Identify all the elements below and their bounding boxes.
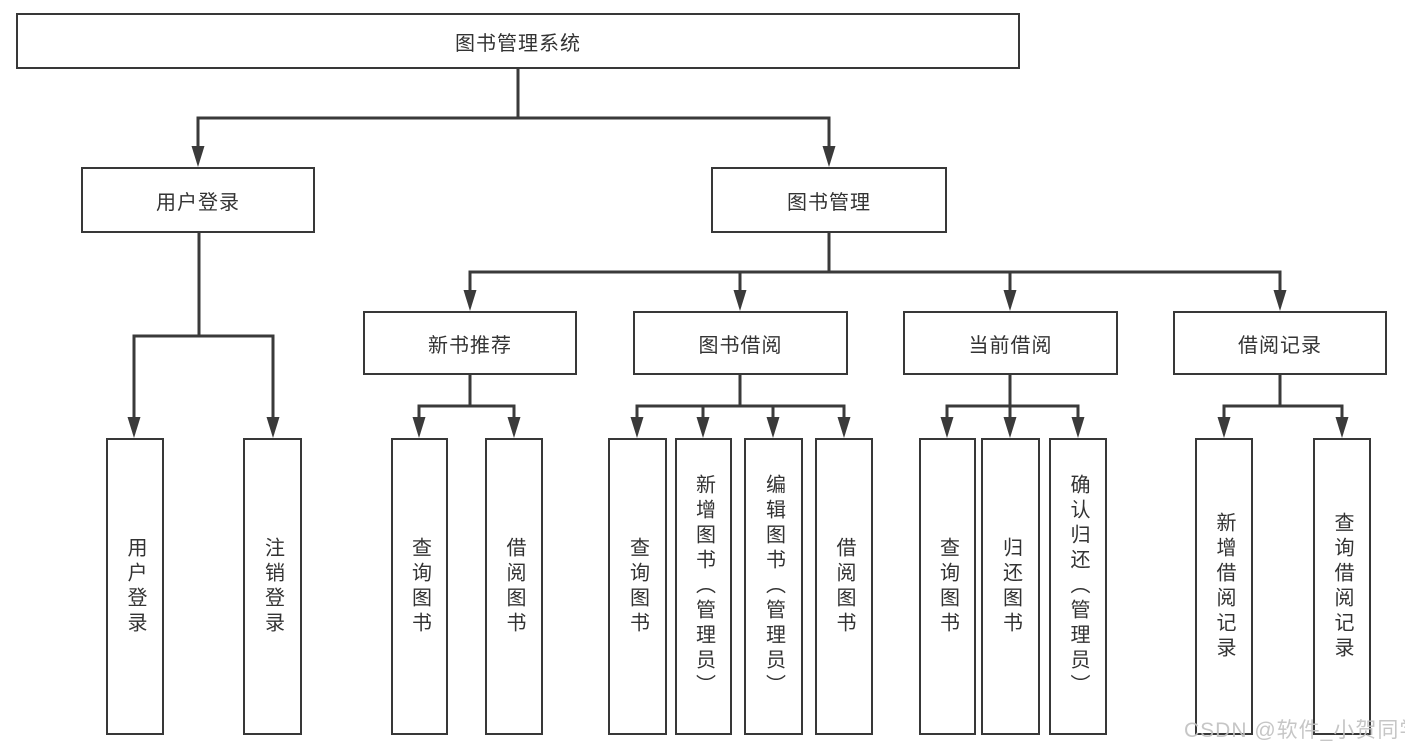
node-label: 查询图书 (626, 536, 649, 637)
node-label: 新增借阅记录 (1213, 511, 1235, 662)
leaf-query-books-recommend: 查询图书 (391, 438, 448, 735)
connector-book-borrow-branch (630, 375, 851, 438)
connector-new-book-branch (412, 375, 521, 438)
leaf-query-books-current: 查询图书 (919, 438, 976, 735)
leaf-add-books-admin: 新增图书（管理员） (675, 438, 732, 735)
node-label: 借阅图书 (833, 536, 855, 637)
connector-borrow-records-branch (1217, 375, 1349, 438)
connector-root-to-level2 (191, 69, 836, 167)
node-label: 图书借阅 (698, 334, 783, 357)
node-label: 借阅记录 (1238, 334, 1322, 357)
leaf-edit-books-admin: 编辑图书（管理员） (744, 438, 803, 735)
node-label: 编辑图书（管理员） (762, 474, 785, 699)
leaf-logout: 注销登录 (243, 438, 302, 735)
node-label: 查询图书 (408, 536, 431, 637)
leaf-borrow-books: 借阅图书 (815, 438, 873, 735)
node-library-management-system: 图书管理系统 (16, 13, 1020, 69)
node-label: 新书推荐 (428, 334, 512, 357)
node-label: 用户登录 (156, 191, 240, 214)
node-current-borrow: 当前借阅 (903, 311, 1118, 375)
connector-user-login-branch (127, 233, 280, 438)
connector-book-management-branch (463, 233, 1287, 311)
node-label: 新增图书（管理员） (692, 474, 715, 699)
node-label: 用户登录 (124, 536, 146, 637)
node-label: 图书管理 (787, 191, 871, 214)
node-label: 归还图书 (999, 536, 1022, 637)
leaf-query-borrow-record: 查询借阅记录 (1313, 438, 1371, 735)
node-book-management: 图书管理 (711, 167, 947, 233)
node-label: 图书管理系统 (455, 32, 581, 55)
node-label: 确认归还（管理员） (1067, 474, 1089, 699)
node-borrow-records: 借阅记录 (1173, 311, 1387, 375)
node-label: 当前借阅 (968, 334, 1053, 357)
leaf-confirm-return-admin: 确认归还（管理员） (1049, 438, 1107, 735)
node-user-login: 用户登录 (81, 167, 315, 233)
leaf-return-books: 归还图书 (981, 438, 1040, 735)
node-label: 借阅图书 (503, 536, 525, 637)
csdn-watermark: CSDN @软件_小贺同学 (1184, 719, 1405, 742)
node-label: 注销登录 (261, 536, 284, 637)
node-label: 查询借阅记录 (1331, 511, 1353, 662)
connector-current-borrow-branch (940, 375, 1085, 438)
node-book-borrow: 图书借阅 (633, 311, 848, 375)
node-label: 查询图书 (936, 536, 959, 637)
leaf-query-books-borrow: 查询图书 (608, 438, 667, 735)
leaf-user-login: 用户登录 (106, 438, 164, 735)
leaf-borrow-books-recommend: 借阅图书 (485, 438, 543, 735)
leaf-add-borrow-record: 新增借阅记录 (1195, 438, 1253, 735)
node-new-book-recommend: 新书推荐 (363, 311, 577, 375)
